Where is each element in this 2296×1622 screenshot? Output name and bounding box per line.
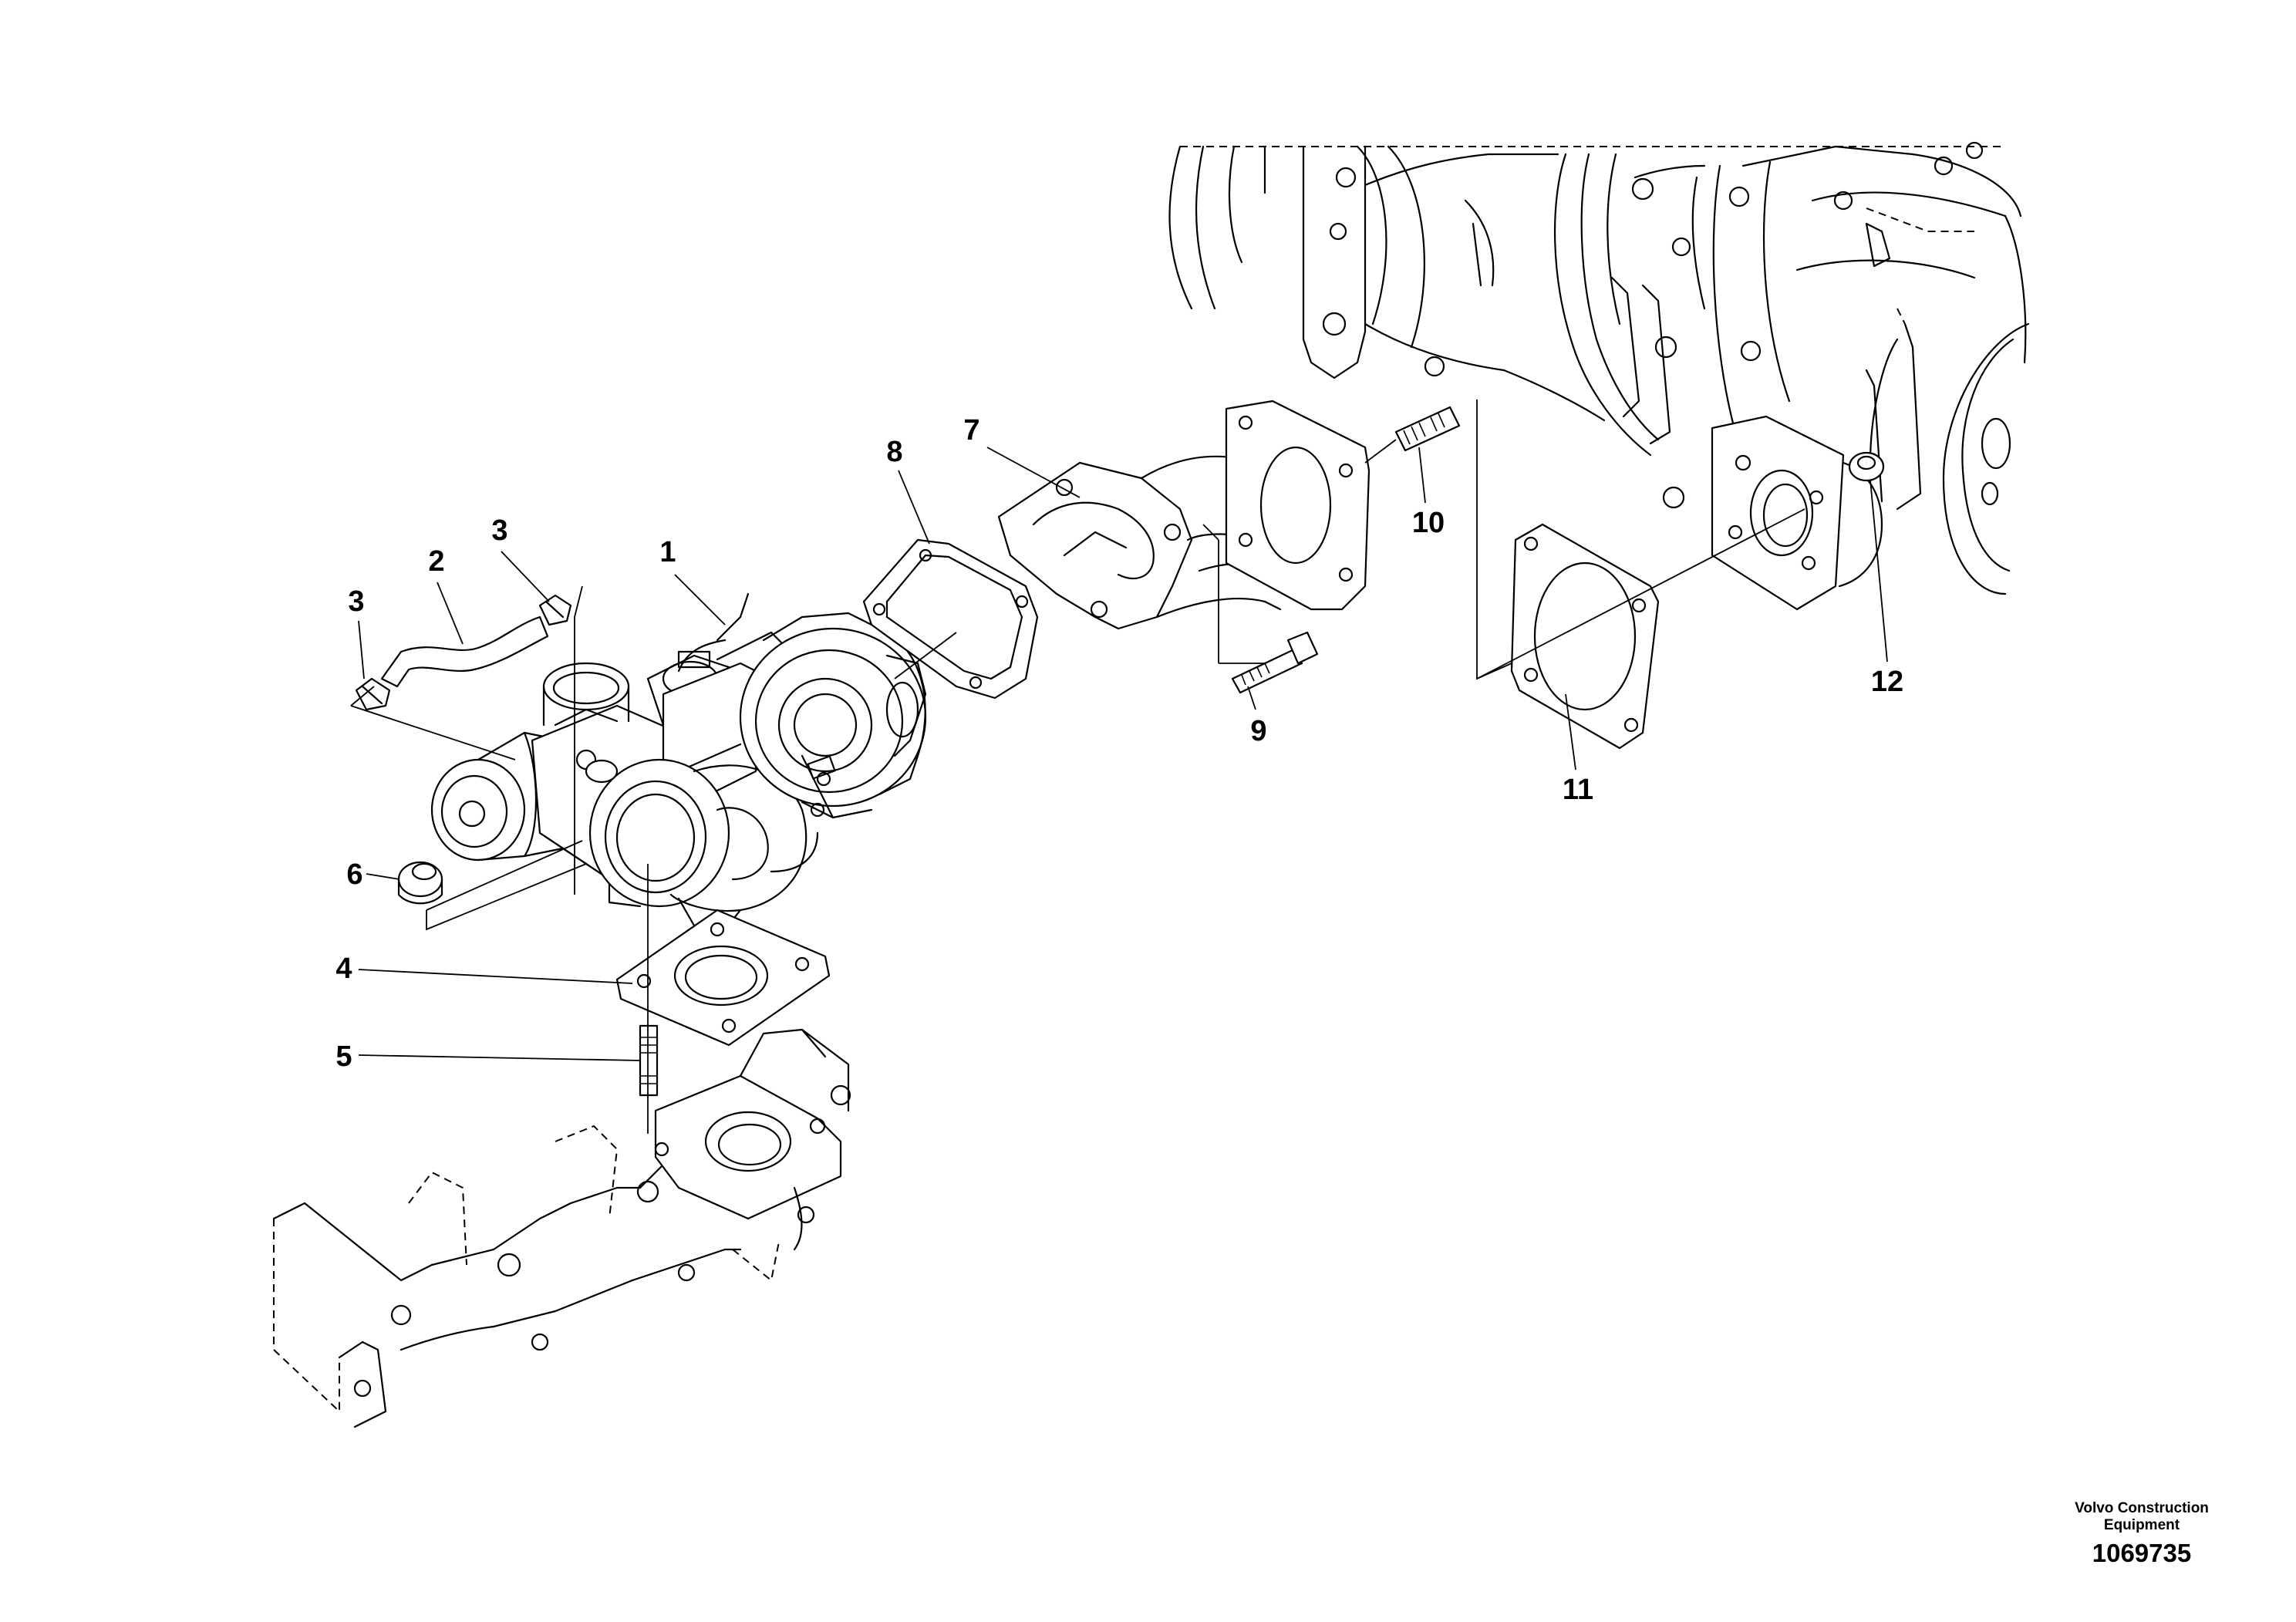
callout-3-lower: 3	[348, 585, 364, 618]
callout-9: 9	[1250, 715, 1266, 747]
hose-clamp-lower	[355, 677, 391, 711]
document-number: 1069735	[2092, 1539, 2192, 1567]
turbo-gasket-part	[615, 909, 831, 1047]
callout-8: 8	[886, 436, 902, 468]
exhaust-manifold-illustration	[272, 1028, 851, 1428]
stud-lower-part	[639, 1024, 659, 1097]
publisher-footer: Volvo Construction Equipment 1069735	[2034, 1500, 2250, 1568]
stud-upper-part	[1394, 406, 1461, 452]
callout-3-upper: 3	[491, 514, 507, 547]
callout-12: 12	[1871, 666, 1903, 698]
callout-4: 4	[335, 953, 352, 985]
publisher-name-line2: Equipment	[2103, 1517, 2180, 1533]
hose-clamp-upper	[538, 594, 572, 626]
flange-nut-part	[397, 861, 443, 905]
callout-2: 2	[428, 545, 444, 578]
callout-labels: 1 2 3 3 4 5 6 7 8 9 10 11 12	[335, 414, 1903, 1073]
callout-10: 10	[1412, 507, 1445, 539]
exhaust-elbow-part	[997, 400, 1371, 630]
callout-6: 6	[346, 858, 362, 891]
callout-5: 5	[335, 1040, 352, 1073]
callout-11: 11	[1563, 774, 1593, 806]
turbocharger-illustration	[430, 592, 927, 931]
outlet-nut-part	[1848, 451, 1885, 482]
engine-block-illustration	[1168, 141, 2030, 611]
elbow-gasket-part	[862, 538, 1039, 700]
callout-1: 1	[659, 536, 676, 568]
leader-lines	[350, 400, 1888, 1134]
square-gasket-part	[1510, 523, 1660, 750]
publisher-name-line1: Volvo Construction	[2075, 1500, 2209, 1516]
hose-part	[380, 615, 549, 688]
callout-7: 7	[963, 414, 979, 447]
flange-bolt-part	[1231, 631, 1319, 694]
